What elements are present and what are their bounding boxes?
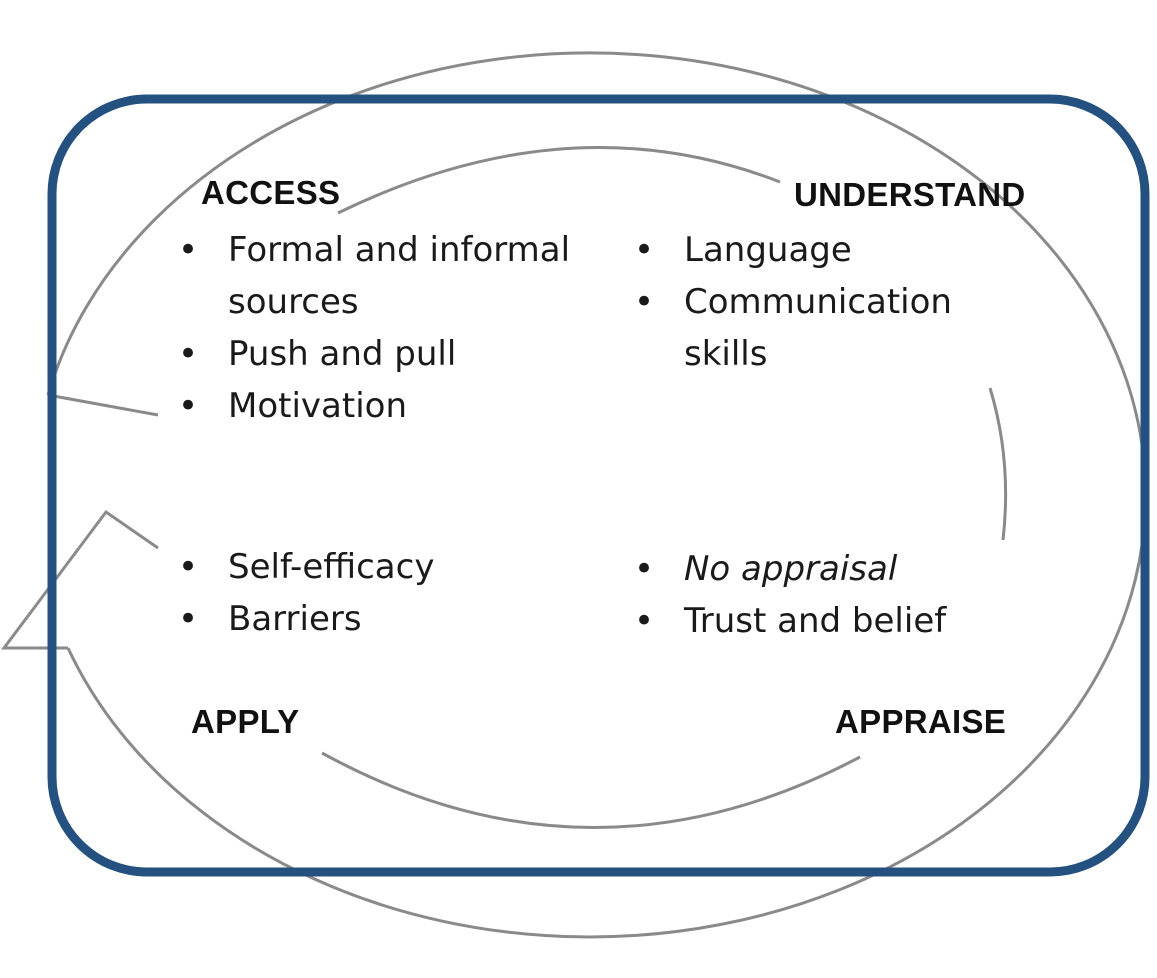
list-item: Language (634, 224, 974, 276)
inner-arc-right (988, 387, 1008, 541)
list-item: Communication skills (634, 276, 974, 380)
list-item: Barriers (178, 593, 558, 645)
list-item: Formal and informal sources (178, 224, 598, 328)
apply-list: Self-efficacy Barriers (178, 541, 558, 645)
apply-heading: APPLY (191, 703, 300, 740)
access-heading: ACCESS (201, 174, 341, 211)
understand-list: Language Communication skills (634, 224, 974, 380)
access-list: Formal and informal sources Push and pul… (178, 224, 598, 432)
inner-arc-top (337, 146, 781, 215)
list-item: No appraisal (634, 543, 994, 595)
inner-arc-bottom (321, 751, 861, 829)
outer-frame (47, 94, 1150, 877)
list-item: Trust and belief (634, 595, 994, 647)
list-item: Motivation (178, 380, 598, 432)
appraise-heading: APPRAISE (835, 703, 1007, 740)
appraise-list: No appraisal Trust and belief (634, 543, 994, 647)
callout-arrow-top (47, 393, 159, 417)
understand-heading: UNDERSTAND (794, 176, 1026, 213)
list-item: Self-efficacy (178, 541, 558, 593)
list-item: Push and pull (178, 328, 598, 380)
callout-arrow-bottom (1, 509, 159, 650)
